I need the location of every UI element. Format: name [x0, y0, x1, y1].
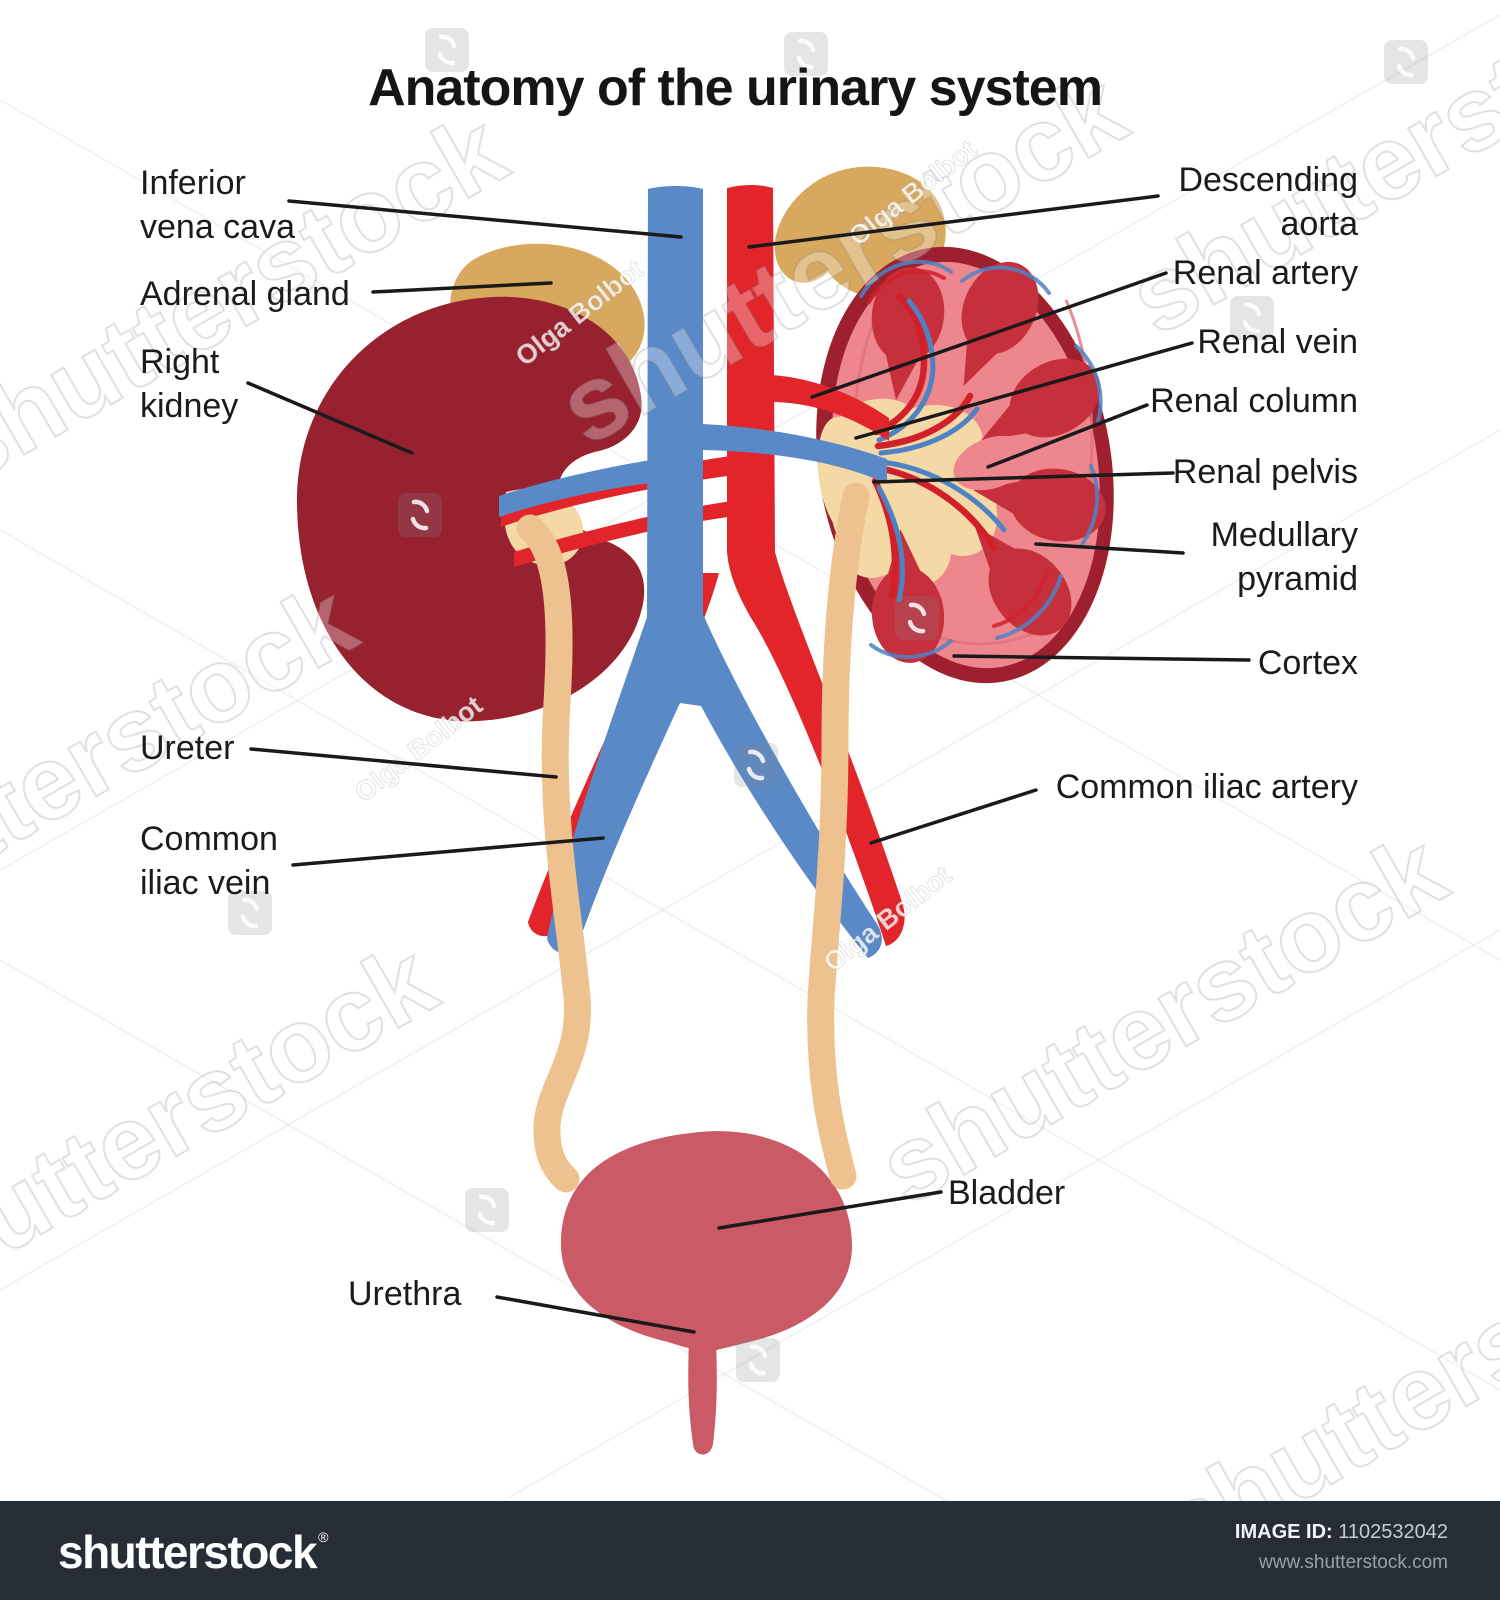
- label-ureter: Ureter: [140, 729, 235, 767]
- label-adrenal-gland: Adrenal gland: [140, 275, 350, 313]
- label-descending-aorta: Descending aorta: [1178, 161, 1358, 243]
- label-common-iliac-vein: Common iliac vein: [140, 820, 278, 902]
- label-renal-column: Renal column: [1150, 382, 1358, 420]
- shutterstock-footer-bar: shutterstock® IMAGE ID: 1102532042 www.s…: [0, 1501, 1500, 1600]
- label-cortex: Cortex: [1257, 644, 1358, 682]
- registered-mark: ®: [318, 1529, 328, 1545]
- svg-text:shutterstock: shutterstock: [860, 811, 1465, 1228]
- label-right-kidney: Right kidney: [140, 343, 239, 425]
- label-medullary-pyramid: Medullary pyramid: [1210, 516, 1358, 598]
- image-id-value: 1102532042: [1338, 1521, 1448, 1543]
- label-bladder: Bladder: [948, 1174, 1066, 1212]
- ureters: [516, 482, 870, 1193]
- leader-renal-artery: [810, 271, 1168, 399]
- footer-meta: IMAGE ID: 1102532042 www.shutterstock.co…: [1235, 1521, 1448, 1574]
- image-id: IMAGE ID: 1102532042: [1235, 1521, 1448, 1544]
- leader-inferior-vena-cava: [287, 199, 683, 239]
- image-id-label: IMAGE ID:: [1234, 1521, 1333, 1543]
- leader-lines: [246, 194, 1251, 1334]
- leader-medullary-pyramid: [1034, 542, 1185, 555]
- leader-renal-vein: [854, 341, 1194, 440]
- right-renal-artery-shape: [771, 375, 889, 441]
- label-urethra: Urethra: [348, 1275, 462, 1313]
- leader-adrenal-gland: [371, 281, 553, 294]
- label-inferior-vena-cava: Inferior vena cava: [140, 164, 295, 246]
- shutterstock-logo-text: shutterstock: [58, 1526, 318, 1578]
- leader-common-iliac-vein: [291, 836, 605, 867]
- label-renal-artery: Renal artery: [1172, 254, 1358, 292]
- shutterstock-logo: shutterstock®: [58, 1525, 328, 1579]
- page-title: Anatomy of the urinary system: [368, 59, 1103, 117]
- bladder-shape: [560, 1131, 853, 1455]
- right-ureter-shape: [807, 482, 870, 1190]
- left-renal-vein-shape: [499, 460, 651, 517]
- intrarenal-arteries: [867, 269, 1049, 628]
- leader-cortex: [952, 654, 1251, 662]
- label-common-iliac-artery: Common iliac artery: [1055, 768, 1358, 806]
- leader-descending-aorta: [747, 194, 1160, 249]
- inferior-vena-cava-shape: [499, 186, 882, 958]
- leader-renal-column: [986, 403, 1149, 469]
- watermark-grid-lines: [0, 14, 1500, 1600]
- descending-aorta-shape: [727, 185, 905, 946]
- footer-website-link[interactable]: www.shutterstock.com: [1259, 1552, 1448, 1573]
- left-ureter-shape: [516, 514, 591, 1193]
- leader-renal-pelvis: [872, 471, 1175, 484]
- leader-urethra: [495, 1295, 696, 1334]
- right-renal-vein-shape: [703, 424, 887, 484]
- label-renal-pelvis: Renal pelvis: [1172, 453, 1358, 491]
- urethra-shape: [688, 1337, 717, 1455]
- leader-ureter: [249, 747, 558, 779]
- label-renal-vein: Renal vein: [1197, 323, 1358, 361]
- sectioned-kidney-shape: [816, 246, 1115, 684]
- leader-bladder: [717, 1190, 943, 1230]
- leader-right-kidney: [246, 381, 414, 455]
- leader-common-iliac-artery: [869, 788, 1038, 845]
